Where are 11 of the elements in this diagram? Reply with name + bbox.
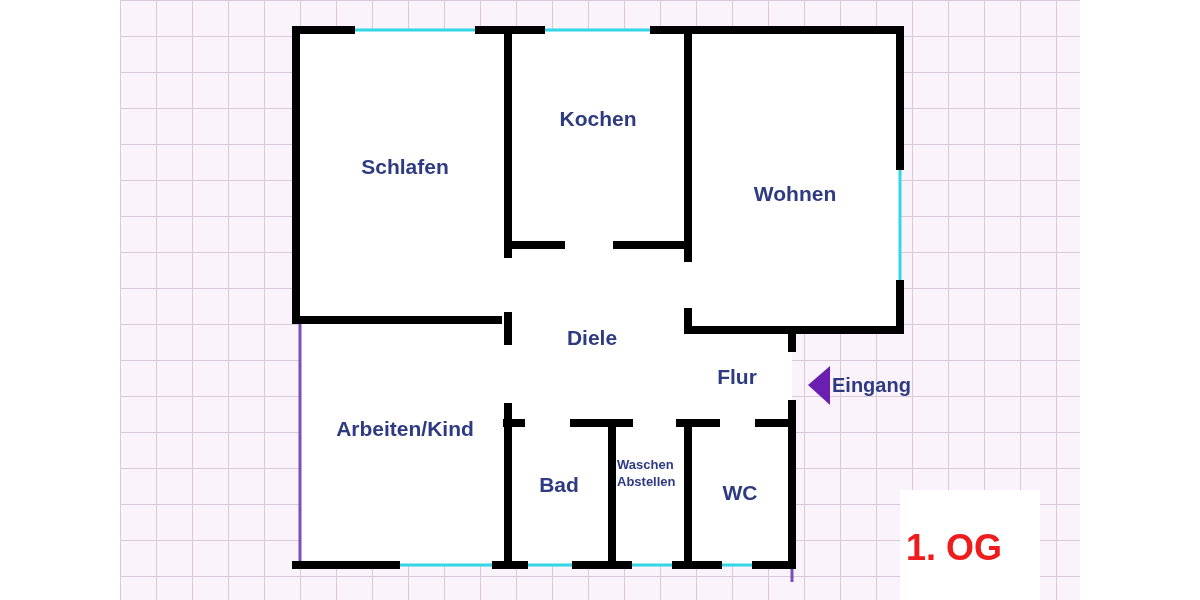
room-name: Flur <box>717 365 757 389</box>
room-name: Schlafen <box>361 155 449 179</box>
room-name: Arbeiten/Kind <box>336 417 474 441</box>
floor-level-label: 1. OG <box>906 527 1003 569</box>
room-name: WC <box>722 481 758 505</box>
room-name: Diele <box>566 326 618 350</box>
entrance-label: Eingang <box>832 374 911 397</box>
room-name: Bad <box>539 473 579 497</box>
room-name: Waschen Abstellen <box>617 456 677 490</box>
room-name: Wohnen <box>753 182 837 206</box>
room-name: Kochen <box>559 107 637 131</box>
